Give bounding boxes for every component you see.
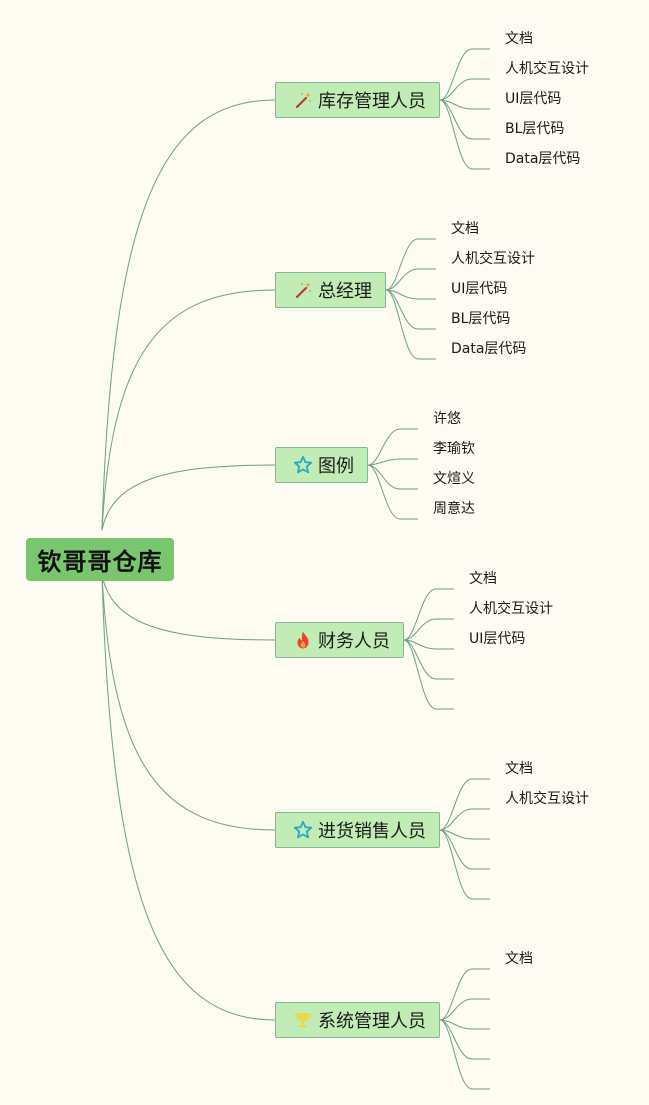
root-to-branch-line xyxy=(101,99,276,531)
root-to-branch-line xyxy=(101,574,276,1021)
branch-to-leaf-line xyxy=(403,639,454,710)
branch-to-leaf-line xyxy=(439,808,490,831)
branch-to-leaf-line xyxy=(385,289,436,300)
branch-to-leaf-line xyxy=(439,778,490,831)
branch-to-leaf-line xyxy=(385,268,436,291)
branch-to-leaf-line xyxy=(439,78,490,101)
root-to-branch-line xyxy=(101,574,276,831)
leaf-node[interactable]: Data层代码 xyxy=(505,151,581,167)
fire-icon xyxy=(293,630,313,650)
branch-to-leaf-line xyxy=(367,464,418,490)
branch-to-leaf-line xyxy=(439,968,490,1021)
leaf-node[interactable]: 李瑜钦 xyxy=(433,441,475,457)
leaf-node[interactable]: 人机交互设计 xyxy=(505,791,589,807)
leaf-node[interactable]: 许悠 xyxy=(433,411,461,427)
branch-purchase-sales-staff[interactable]: 进货销售人员 xyxy=(275,812,440,848)
root-to-branch-line xyxy=(101,289,276,531)
star-icon xyxy=(293,820,313,840)
leaf-node[interactable]: 人机交互设计 xyxy=(505,61,589,77)
branch-to-leaf-line xyxy=(403,588,454,641)
branch-to-leaf-line xyxy=(367,458,418,466)
root-to-branch-line xyxy=(101,464,276,531)
leaf-node[interactable]: 文档 xyxy=(505,951,533,967)
branch-to-leaf-line xyxy=(439,829,490,840)
leaf-node[interactable]: BL层代码 xyxy=(451,311,511,327)
leaf-node[interactable]: BL层代码 xyxy=(505,121,565,137)
branch-to-leaf-line xyxy=(403,639,454,680)
branch-to-leaf-line xyxy=(403,618,454,641)
leaf-node[interactable]: 人机交互设计 xyxy=(451,251,535,267)
leaf-node[interactable]: 文煊义 xyxy=(433,471,475,487)
leaf-node[interactable]: 文档 xyxy=(451,221,479,237)
root-node[interactable]: 钦哥哥仓库 xyxy=(26,538,174,581)
branch-to-leaf-line xyxy=(403,639,454,650)
leaf-node[interactable]: 文档 xyxy=(469,571,497,587)
branch-system-admin[interactable]: 系统管理人员 xyxy=(275,1002,440,1038)
branch-to-leaf-line xyxy=(439,48,490,101)
branch-to-leaf-line xyxy=(385,289,436,360)
branch-to-leaf-line xyxy=(439,1019,490,1060)
leaf-node[interactable]: Data层代码 xyxy=(451,341,527,357)
branch-to-leaf-line xyxy=(367,464,418,520)
magic-wand-icon xyxy=(293,90,313,110)
branch-label: 总经理 xyxy=(318,281,372,302)
leaf-node[interactable]: UI层代码 xyxy=(505,91,562,107)
branch-to-leaf-line xyxy=(439,99,490,140)
branch-label: 图例 xyxy=(318,456,354,477)
branch-to-leaf-line xyxy=(385,238,436,291)
root-to-branch-line xyxy=(101,574,276,641)
leaf-node[interactable]: 文档 xyxy=(505,31,533,47)
branch-to-leaf-line xyxy=(439,829,490,870)
branch-label: 库存管理人员 xyxy=(318,91,426,112)
branch-label: 进货销售人员 xyxy=(318,821,426,842)
branch-to-leaf-line xyxy=(439,998,490,1021)
leaf-node[interactable]: 周意达 xyxy=(433,501,475,517)
branch-to-leaf-line xyxy=(439,1019,490,1030)
leaf-node[interactable]: 人机交互设计 xyxy=(469,601,553,617)
root-label: 钦哥哥仓库 xyxy=(37,548,163,576)
trophy-icon xyxy=(293,1010,313,1030)
branch-inventory-manager[interactable]: 库存管理人员 xyxy=(275,82,440,118)
branch-to-leaf-line xyxy=(385,289,436,330)
leaf-node[interactable]: UI层代码 xyxy=(469,631,526,647)
branch-label: 财务人员 xyxy=(318,631,390,652)
branch-to-leaf-line xyxy=(439,829,490,900)
leaf-node[interactable]: 文档 xyxy=(505,761,533,777)
branch-legend[interactable]: 图例 xyxy=(275,447,368,483)
branch-to-leaf-line xyxy=(439,99,490,110)
branch-to-leaf-line xyxy=(439,99,490,170)
branch-to-leaf-line xyxy=(367,428,418,466)
star-icon xyxy=(293,455,313,475)
branch-general-manager[interactable]: 总经理 xyxy=(275,272,386,308)
branch-finance-staff[interactable]: 财务人员 xyxy=(275,622,404,658)
magic-wand-icon xyxy=(293,280,313,300)
branch-label: 系统管理人员 xyxy=(318,1011,426,1032)
leaf-node[interactable]: UI层代码 xyxy=(451,281,508,297)
branch-to-leaf-line xyxy=(439,1019,490,1090)
